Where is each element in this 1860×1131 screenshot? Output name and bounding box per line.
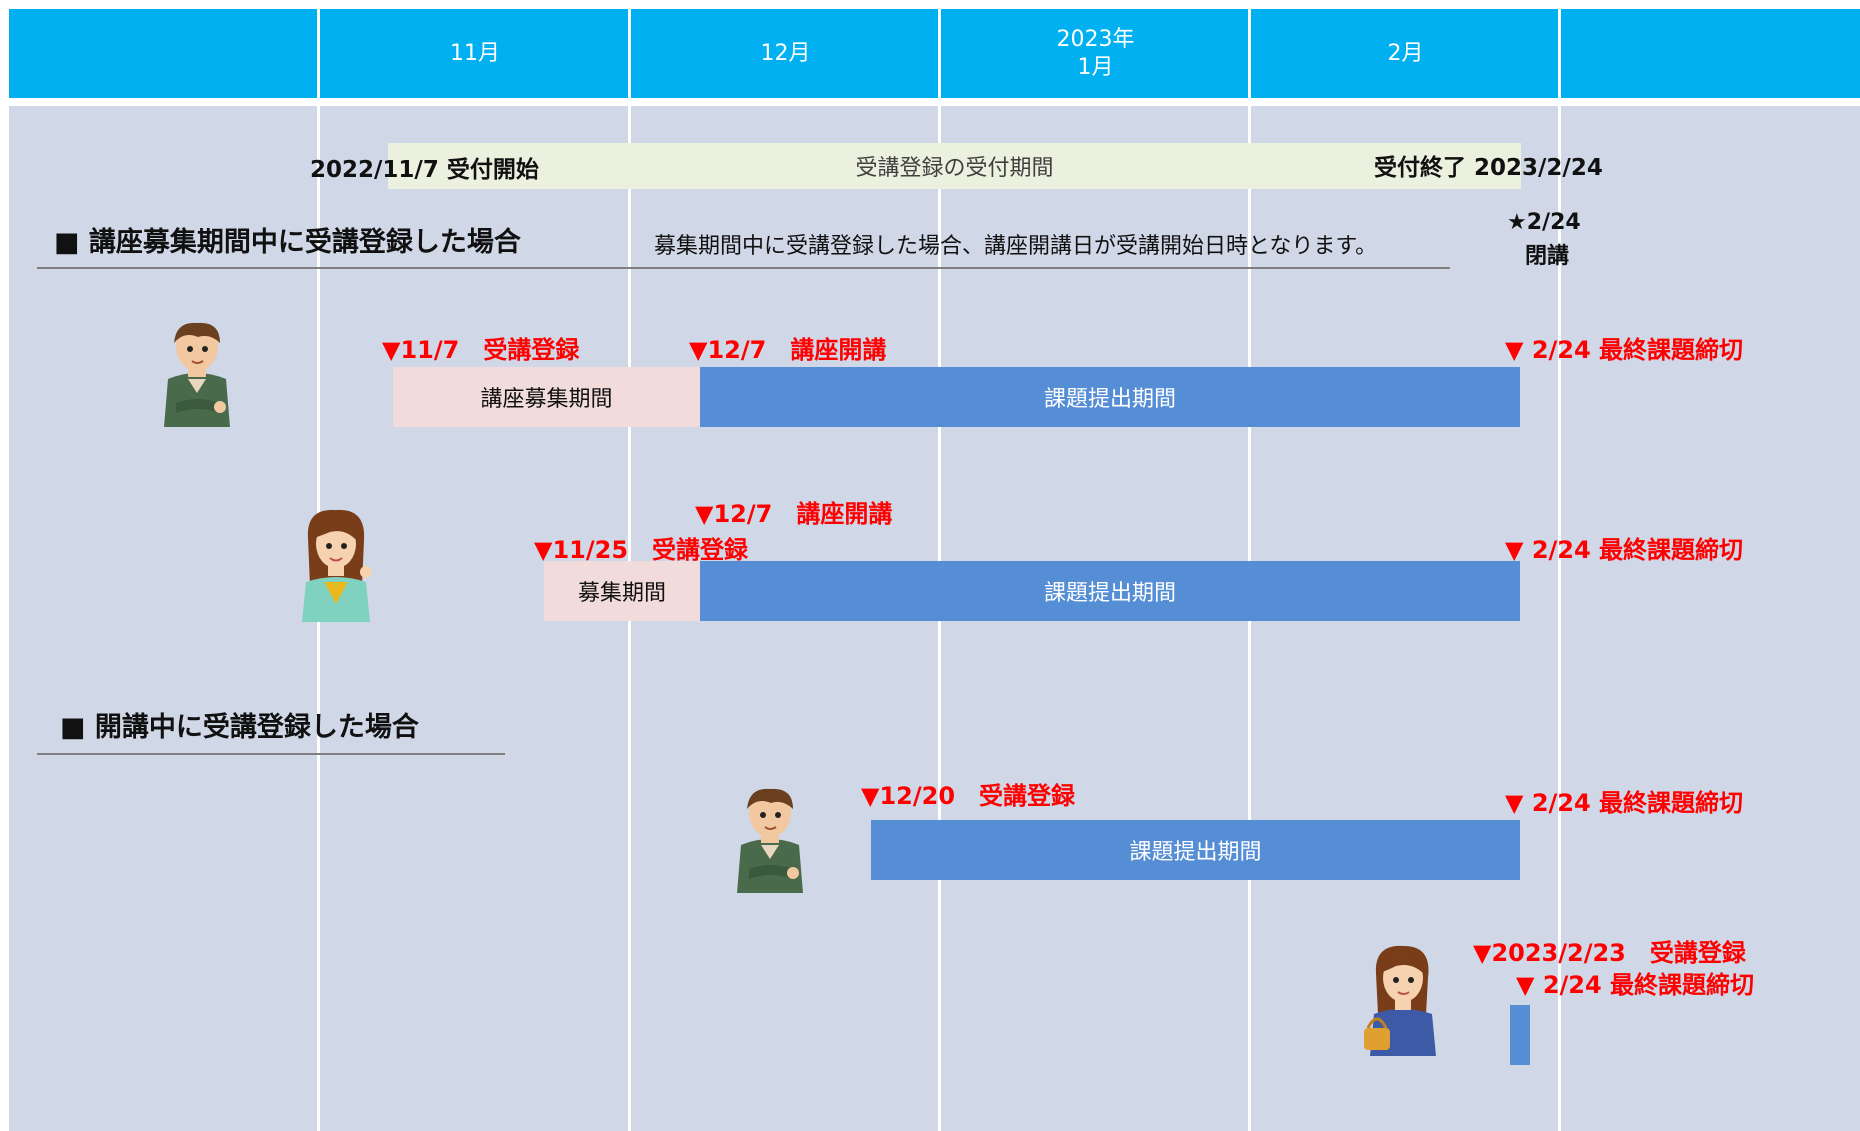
row3-submission-label: 課題提出期間 [1129,840,1262,865]
section2-underline [37,753,505,755]
row4-deadline-marker: ▼ 2/24 最終課題締切 [1516,971,1755,999]
close-label: 閉講 [1525,244,1570,269]
header-divider [1558,9,1561,98]
header-divider [938,9,941,98]
row2-registration-marker: ▼11/25 受講登録 [534,536,749,564]
header-divider [1248,9,1251,98]
header-cell-nov: 11月 [450,40,500,66]
row2-submission-period-bar: 課題提出期間 [700,561,1520,621]
header-cell-blank [9,9,318,98]
section1-heading: ■ 講座募集期間中に受講登録した場合 [54,227,521,258]
row2-recruit-label: 募集期間 [577,581,666,606]
row2-submission-label: 課題提出期間 [1043,581,1176,606]
header-divider [317,9,320,98]
man-avatar-icon [162,319,232,433]
man-avatar-icon [735,785,805,899]
month-gridline [1558,106,1561,1131]
row3-registration-marker: ▼12/20 受講登録 [861,782,1076,810]
woman-with-bag-avatar-icon [1362,944,1442,1062]
acceptance-band-label: 受講登録の受付期間 [855,156,1054,181]
row1-submission-period-bar: 課題提出期間 [700,367,1520,427]
woman-avatar-icon [296,508,376,628]
row1-registration-marker: ▼11/7 受講登録 [382,336,580,364]
row1-submission-label: 課題提出期間 [1043,387,1176,412]
header-cell-jan: 2023年 1月 [1056,26,1135,80]
month-header: 11月 12月 2023年 1月 2月 [9,9,1860,98]
row4-registration-marker: ▼2023/2/23 受講登録 [1473,939,1746,967]
row2-deadline-marker: ▼ 2/24 最終課題締切 [1505,536,1744,564]
header-divider [628,9,631,98]
row2-course-start-marker: ▼12/7 講座開講 [695,500,893,528]
header-cell-blank-end [1562,9,1860,98]
row3-deadline-marker: ▼ 2/24 最終課題締切 [1505,789,1744,817]
row2-recruit-period-bar: 募集期間 [544,561,700,621]
row3-submission-period-bar: 課題提出期間 [871,820,1520,880]
acceptance-start-label: 2022/11/7 受付開始 [310,157,539,183]
acceptance-period-band: 受講登録の受付期間 [388,143,1521,189]
section2-heading: ■ 開講中に受講登録した場合 [60,712,419,743]
row1-deadline-marker: ▼ 2/24 最終課題締切 [1505,336,1744,364]
section1-underline [37,267,1450,269]
header-cell-feb: 2月 [1387,40,1424,66]
row1-recruit-period-bar: 講座募集期間 [393,367,700,427]
header-cell-dec: 12月 [760,40,811,66]
acceptance-end-label: 受付終了 2023/2/24 [1374,155,1603,181]
row1-course-start-marker: ▼12/7 講座開講 [689,336,887,364]
row1-recruit-label: 講座募集期間 [480,387,613,412]
section1-note: 募集期間中に受講登録した場合、講座開講日が受講開始日時となります。 [654,234,1378,259]
row4-submission-period-bar [1510,1005,1530,1065]
close-date-label: ★2/24 [1507,210,1581,235]
